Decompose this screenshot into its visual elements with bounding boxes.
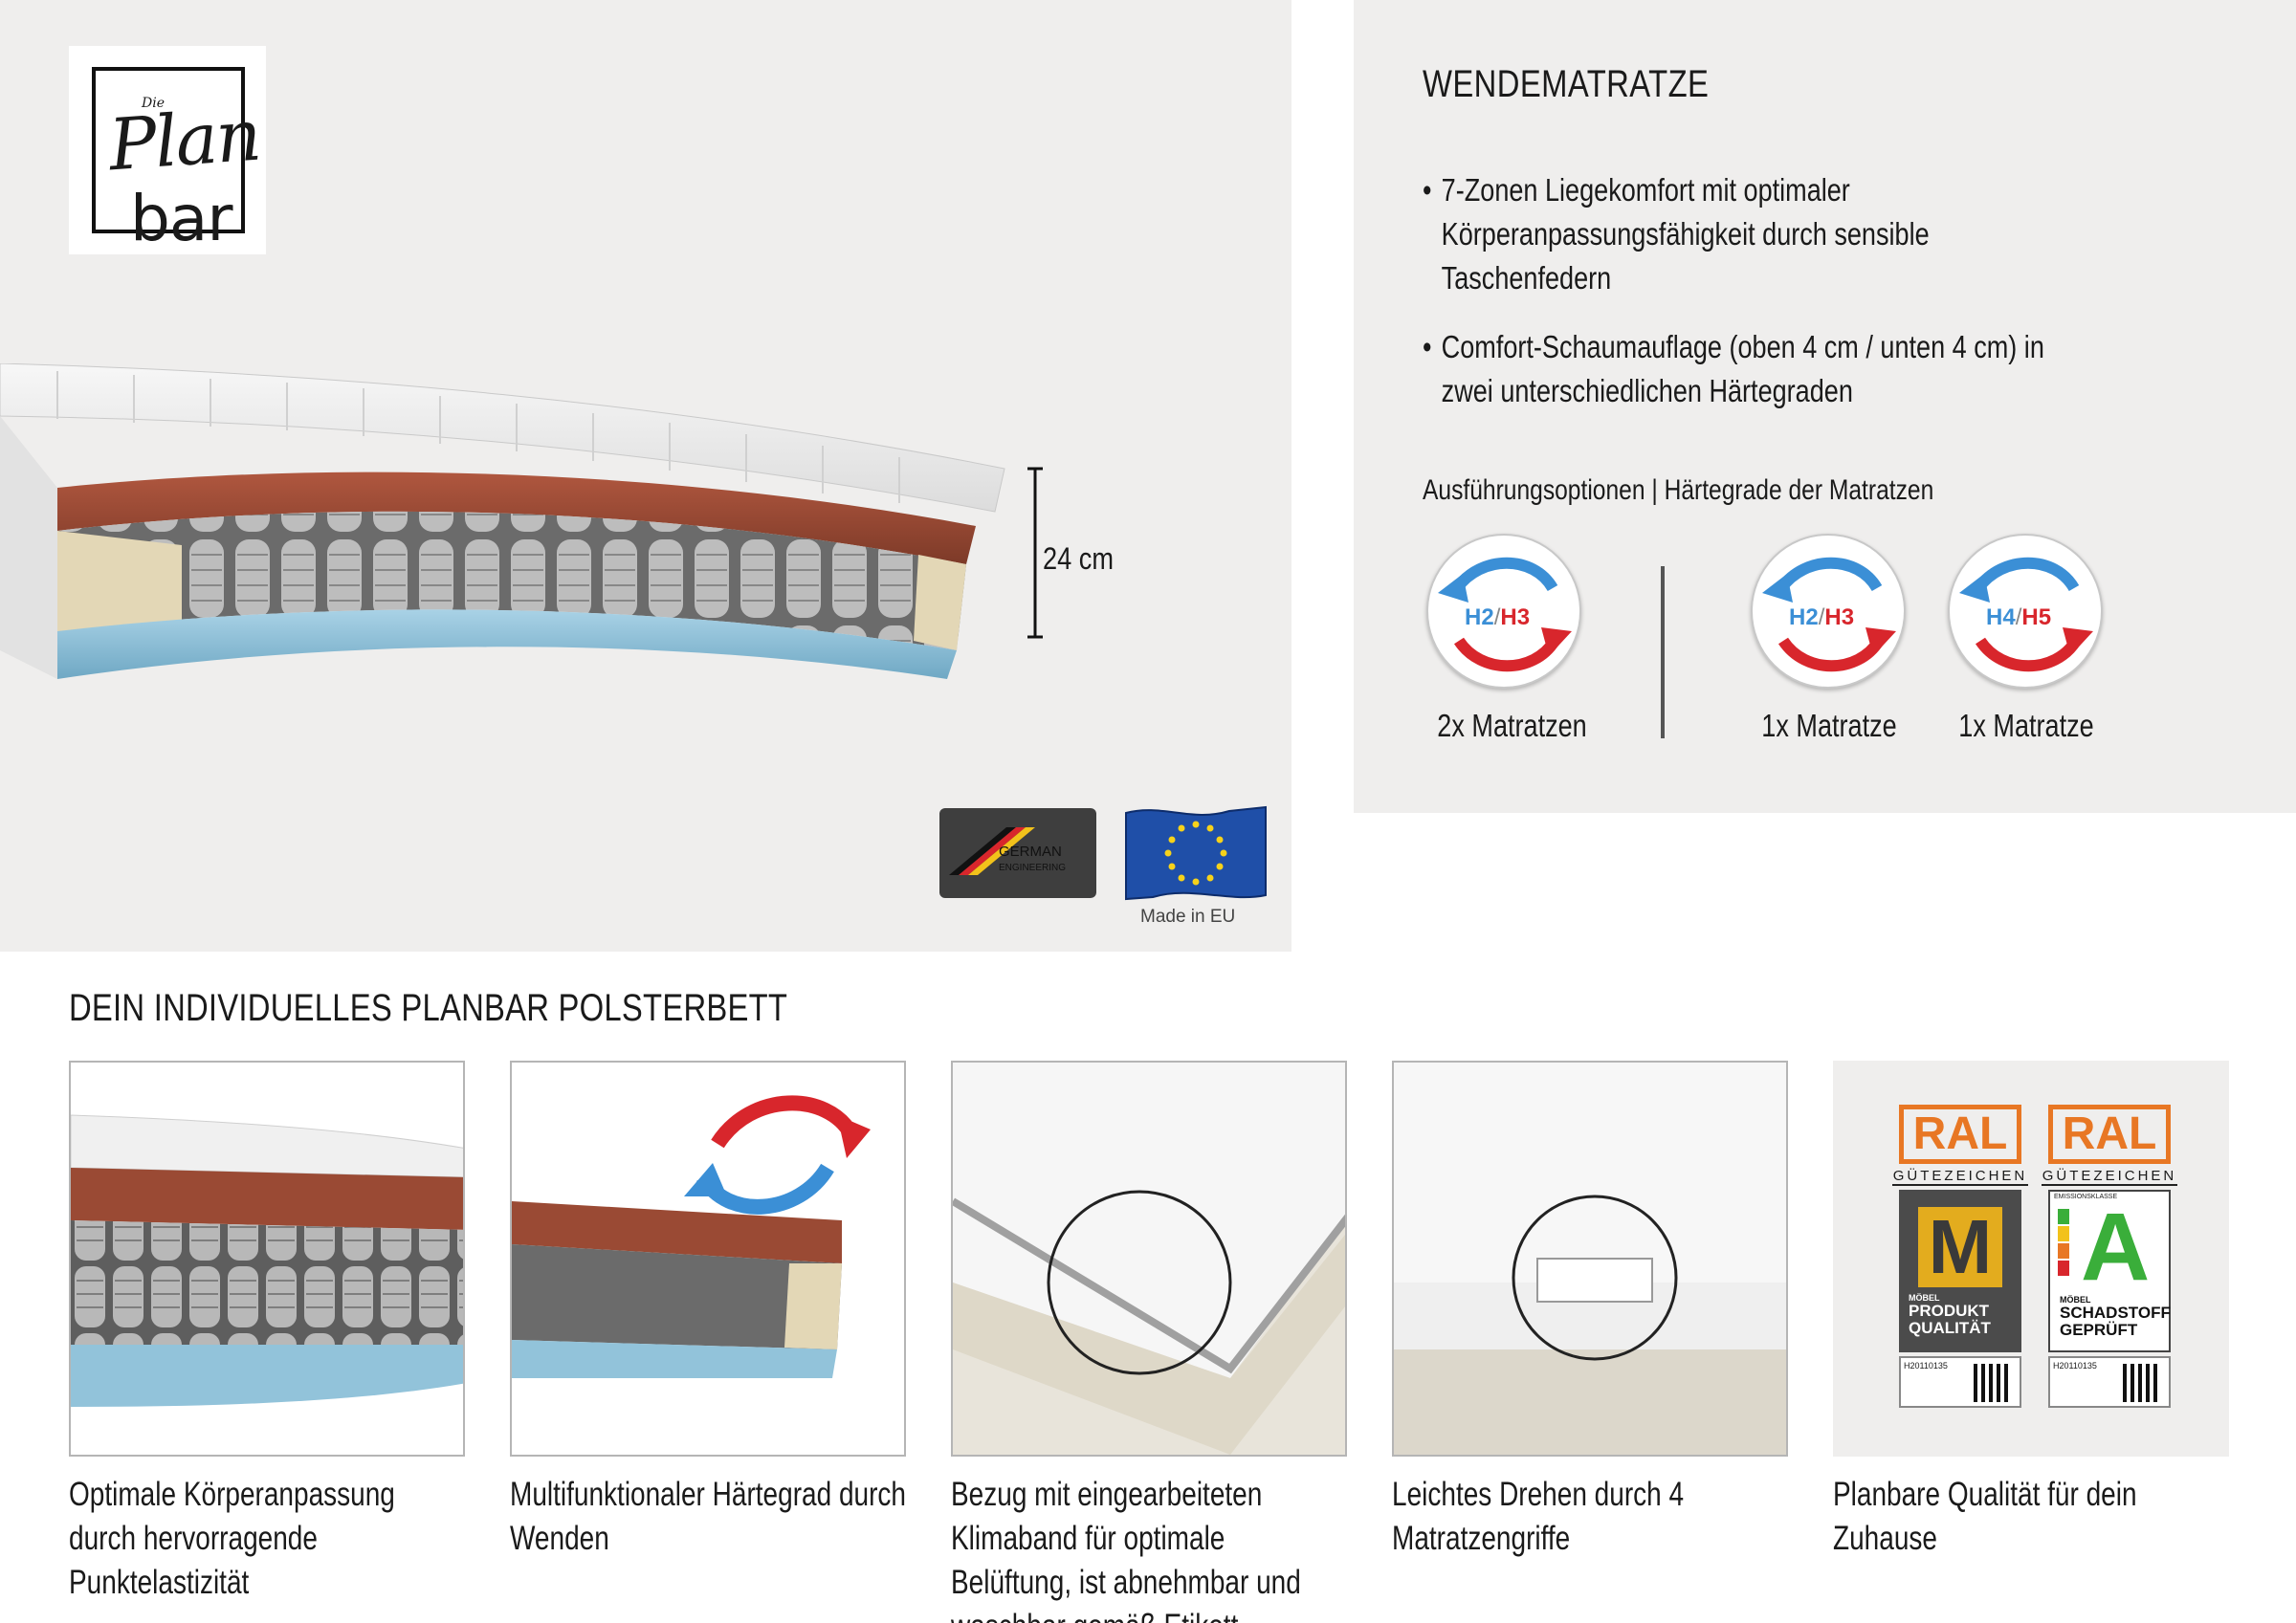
ral-small: MÖBEL [2060, 1295, 2091, 1305]
badge-german-line1: GERMAN [999, 844, 1062, 860]
grade-a: H2 [1789, 604, 1819, 630]
ral-line2: QUALITÄT [1909, 1319, 1991, 1337]
option-1x-mattress-h4h5[interactable]: H4/H5 1x Matratze [1944, 534, 2107, 744]
ral-line1: SCHADSTOFF [2060, 1304, 2171, 1322]
ral-small: MÖBEL [1909, 1293, 1940, 1303]
feature-card-matratzengriffe[interactable] [1392, 1061, 1788, 1457]
mattress-handle-image [1394, 1063, 1786, 1455]
badge-german-line2: ENGINEERING [999, 863, 1067, 873]
feature-card-klimaband[interactable] [951, 1061, 1347, 1457]
climate-band-cover-image [953, 1063, 1345, 1455]
badge-german-text: GERMAN ENGINEERING [999, 844, 1066, 875]
ral-emission-label: EMISSIONSKLASSE [2054, 1194, 2118, 1200]
flip-hardness-icon: H2/H3 [1751, 534, 1906, 689]
ral-quality-box: M MÖBEL PRODUKT QUALITÄT [1899, 1190, 2021, 1352]
logo-frame: Die Plan bar [92, 67, 262, 255]
grade-b: H3 [1824, 604, 1855, 630]
options-divider [1661, 566, 1665, 738]
feature-caption: Multifunktionaler Härtegrad durch Wenden [510, 1476, 906, 1557]
option-2x-mattresses[interactable]: H2/H3 2x Matratzen [1423, 534, 1587, 744]
ral-letter: A [2081, 1194, 2151, 1301]
ral-letter: M [1918, 1207, 2002, 1287]
grade-a: H4 [1986, 604, 2016, 630]
feature-caption: Bezug mit eingearbeiteten Klimaband für … [951, 1476, 1301, 1623]
grade-a: H2 [1465, 604, 1494, 630]
planbar-logo[interactable]: Die Plan bar [69, 46, 266, 255]
option-caption: 1x Matratze [1958, 708, 2094, 743]
ral-guetezeichen: GÜTEZEICHEN [1892, 1168, 2028, 1186]
qr-code-icon [1974, 1364, 2012, 1402]
feature-caption: Planbare Qualität für dein Zuhause [1833, 1476, 2137, 1557]
ral-schadstoff-geprueft-seal: RAL GÜTEZEICHEN EMISSIONSKLASSE A MÖBEL … [2042, 1105, 2177, 1408]
feature-bullet: 7-Zonen Liegekomfort mit optimaler Körpe… [1423, 168, 2089, 300]
eu-flag-icon [1125, 805, 1267, 901]
ral-word: RAL [2048, 1105, 2171, 1164]
ral-emission-box: EMISSIONSKLASSE A MÖBEL SCHADSTOFF GEPRÜ… [2048, 1190, 2171, 1352]
ral-qr-code[interactable]: H20110135 [1899, 1356, 2021, 1408]
qr-code-icon [2123, 1364, 2161, 1402]
logo-plan: Plan [106, 94, 263, 187]
height-dimension-marker [1027, 467, 1043, 639]
features-section-title: DEIN INDIVIDUELLES PLANBAR POLSTERBETT [69, 987, 788, 1029]
mattress-cross-section-image [0, 363, 1005, 679]
ral-line1: PRODUKT [1909, 1302, 1990, 1320]
options-title: Ausführungsoptionen | Härtegrade der Mat… [1423, 474, 1934, 506]
feature-caption: Leichtes Drehen durch 4 Matratzengriffe [1392, 1476, 1685, 1557]
made-in-eu-label: Made in EU [1140, 907, 1236, 927]
grade-b: H5 [2021, 604, 2052, 630]
ral-code: H20110135 [2053, 1361, 2097, 1371]
pocket-spring-image [71, 1063, 463, 1455]
logo-die: Die [142, 96, 165, 111]
feature-bullet-list: 7-Zonen Liegekomfort mit optimaler Körpe… [1423, 168, 2092, 438]
ral-line2: GEPRÜFT [2060, 1321, 2138, 1339]
feature-card-wenden[interactable] [510, 1061, 906, 1457]
info-title: WENDEMATRATZE [1423, 63, 1710, 105]
ral-guetezeichen: GÜTEZEICHEN [2042, 1168, 2177, 1186]
flip-mattress-image [512, 1063, 904, 1455]
info-panel: WENDEMATRATZE 7-Zonen Liegekomfort mit o… [1354, 0, 2296, 813]
height-label: 24 cm [1043, 541, 1115, 576]
flip-hardness-icon: H2/H3 [1426, 534, 1581, 689]
feature-card-punktelastizitaet[interactable] [69, 1061, 465, 1457]
ral-code: H20110135 [1904, 1361, 1948, 1371]
logo-bar: bar [130, 182, 232, 255]
ral-produkt-qualitaet-seal: RAL GÜTEZEICHEN M MÖBEL PRODUKT QUALITÄT… [1892, 1105, 2028, 1408]
option-1x-mattress-h2h3[interactable]: H2/H3 1x Matratze [1747, 534, 1910, 744]
feature-card-ral-qualitaet[interactable]: RAL GÜTEZEICHEN M MÖBEL PRODUKT QUALITÄT… [1833, 1061, 2229, 1457]
option-caption: 2x Matratzen [1437, 708, 1587, 743]
feature-caption: Optimale Körperanpassung durch hervorrag… [69, 1476, 395, 1601]
ral-word: RAL [1899, 1105, 2021, 1164]
hero-panel: Die Plan bar [0, 0, 1292, 952]
german-flag-icon [949, 827, 1035, 875]
german-engineering-badge: GERMAN ENGINEERING [939, 808, 1096, 898]
flip-hardness-icon: H4/H5 [1948, 534, 2103, 689]
emission-scale [2058, 1209, 2069, 1278]
grade-b: H3 [1500, 604, 1531, 630]
ral-qr-code[interactable]: H20110135 [2048, 1356, 2171, 1408]
option-caption: 1x Matratze [1761, 708, 1897, 743]
feature-bullet: Comfort-Schaumauflage (oben 4 cm / unten… [1423, 325, 2089, 413]
